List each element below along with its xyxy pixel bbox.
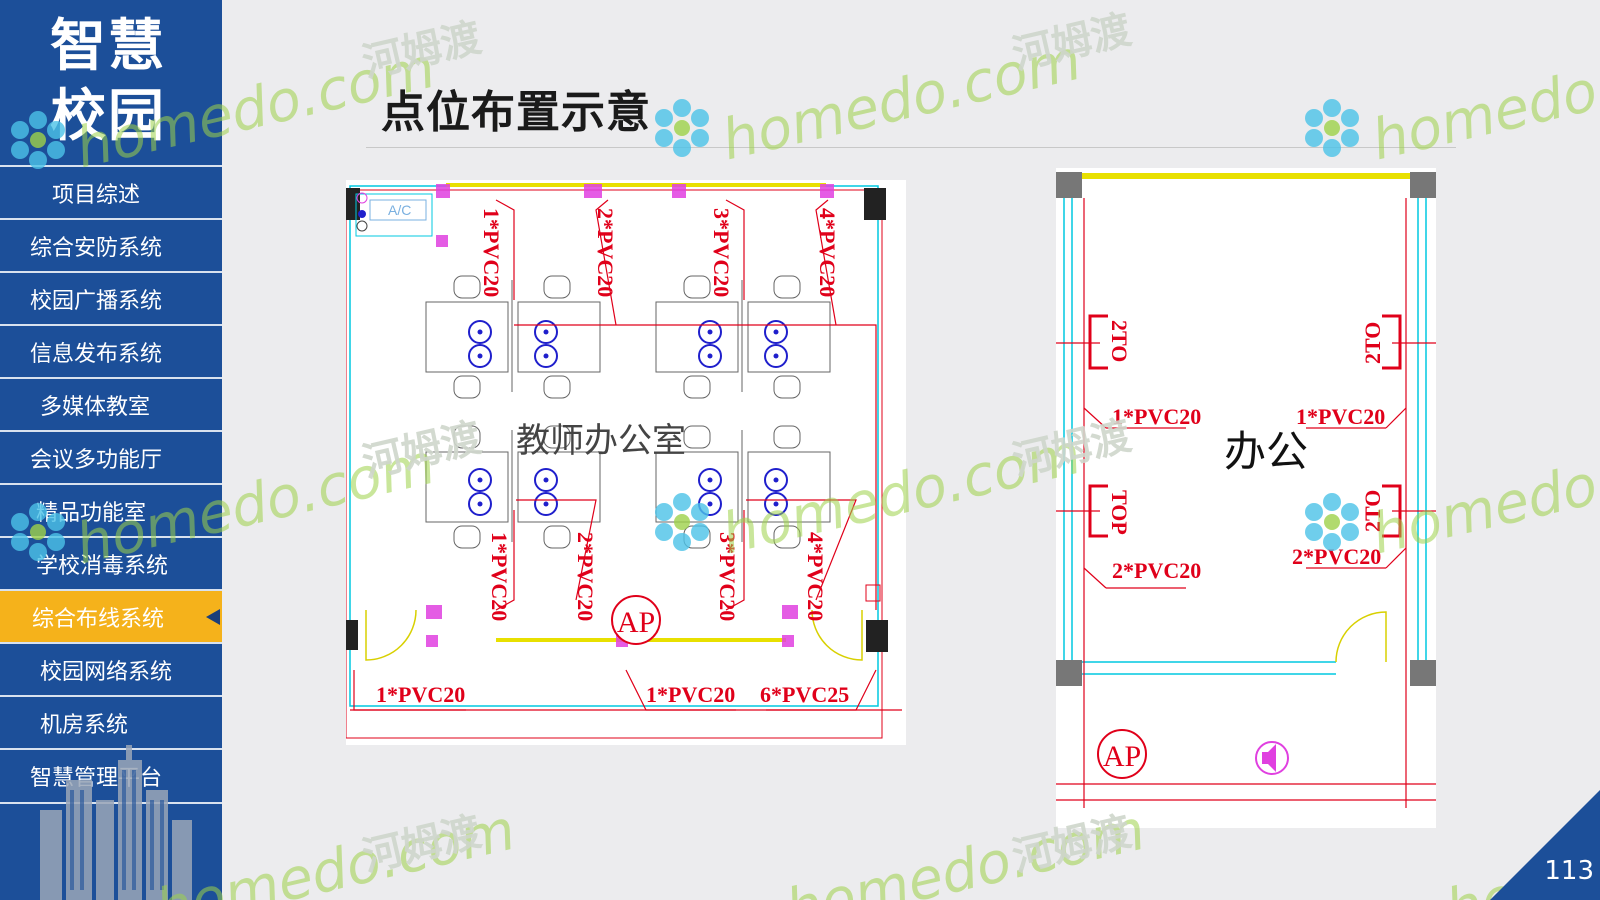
nav-item-overview[interactable]: 项目综述 [0, 165, 222, 218]
nav-item-disinfection[interactable]: 学校消毒系统 [0, 536, 222, 589]
nav-item-label: 综合布线系统 [32, 606, 165, 632]
brand-title-line1: 智慧 [50, 13, 166, 79]
brand-title-line2: 校园 [50, 83, 166, 149]
ac-label: A/C [388, 202, 411, 218]
conduit-label: 1*PVC20 [479, 208, 504, 297]
nav-item-label: 项目综述 [52, 182, 141, 208]
conduit-label: 1*PVC20 [1112, 404, 1201, 429]
nav-item-label: 学校消毒系统 [36, 553, 169, 579]
nav-item-network[interactable]: 校园网络系统 [0, 642, 222, 695]
conduit-label: 2*PVC20 [1112, 558, 1201, 583]
watermark-cn-text: 河姆渡 [1008, 6, 1136, 79]
nav-item-server-room[interactable]: 机房系统 [0, 695, 222, 748]
page-number: 113 [1544, 856, 1594, 886]
watermark-text: homedo.com [716, 27, 1088, 174]
office-room-drawing: AP 办公 2TO 2TO TOP 2TO 1*PVC20 1*PVC20 2*… [1056, 168, 1436, 828]
outlet-label: 2TO [1107, 320, 1132, 362]
conduit-label: 3*PVC20 [715, 532, 740, 621]
ap-label: AP [617, 606, 655, 639]
nav-item-security[interactable]: 综合安防系统 [0, 218, 222, 271]
brand-logo: 智慧 校园 [0, 0, 222, 165]
conduit-label: 1*PVC20 [487, 532, 512, 621]
sidebar-nav: 项目综述 综合安防系统 校园广播系统 信息发布系统 多媒体教室 会议多功能厅 精… [0, 165, 222, 801]
watermark-flower-icon [1305, 99, 1359, 157]
conduit-label: 1*PVC20 [376, 682, 465, 707]
watermark-cn-text: 河姆渡 [358, 808, 486, 881]
nav-item-broadcast[interactable]: 校园广播系统 [0, 271, 222, 324]
page-title: 点位布置示意 [381, 87, 651, 138]
conduit-label: 1*PVC20 [1296, 404, 1385, 429]
nav-item-label: 综合安防系统 [30, 235, 163, 261]
outlet-label: TOP [1107, 490, 1132, 535]
room-name-label: 办公 [1224, 427, 1308, 476]
ap-label: AP [1103, 740, 1141, 773]
office-floorplan-drawing: A/C [346, 180, 906, 745]
conduit-label: 3*PVC20 [709, 208, 734, 297]
watermark-flower-icon [655, 99, 709, 157]
conduit-label: 4*PVC20 [815, 208, 840, 297]
conduit-label: 2*PVC20 [573, 532, 598, 621]
watermark-text: homedo [1366, 58, 1600, 174]
title-divider [366, 147, 1456, 148]
nav-item-label: 机房系统 [40, 712, 129, 738]
nav-item-function-room[interactable]: 精品功能室 [0, 483, 222, 536]
nav-item-label: 会议多功能厅 [30, 447, 163, 473]
nav-item-multimedia[interactable]: 多媒体教室 [0, 377, 222, 430]
conduit-label: 6*PVC25 [760, 682, 849, 707]
conduit-label: 4*PVC20 [803, 532, 828, 621]
page-corner [1490, 790, 1600, 900]
nav-item-label: 多媒体教室 [40, 394, 151, 420]
nav-item-info-release[interactable]: 信息发布系统 [0, 324, 222, 377]
outlet-label: 2TO [1360, 490, 1385, 532]
nav-item-cabling[interactable]: 综合布线系统 [0, 589, 222, 642]
city-skyline-icon [40, 745, 192, 900]
nav-item-label: 校园广播系统 [30, 288, 163, 314]
office-floorplan-svg: A/C [346, 183, 902, 739]
outlet-label: 2TO [1360, 322, 1385, 364]
conduit-label: 2*PVC20 [1292, 544, 1381, 569]
office-room-svg: AP 办公 2TO 2TO TOP 2TO 1*PVC20 1*PVC20 2*… [1056, 168, 1436, 828]
nav-item-conference[interactable]: 会议多功能厅 [0, 430, 222, 483]
nav-item-label: 校园网络系统 [40, 659, 173, 685]
nav-item-label: 精品功能室 [36, 500, 147, 526]
sidebar: 智慧 校园 项目综述 综合安防系统 校园广播系统 信息发布系统 多媒体教室 会议… [0, 0, 222, 900]
nav-item-label: 信息发布系统 [30, 341, 163, 367]
conduit-label: 2*PVC20 [593, 208, 618, 297]
conduit-label: 1*PVC20 [646, 682, 735, 707]
room-name-label: 教师办公室 [516, 421, 686, 461]
